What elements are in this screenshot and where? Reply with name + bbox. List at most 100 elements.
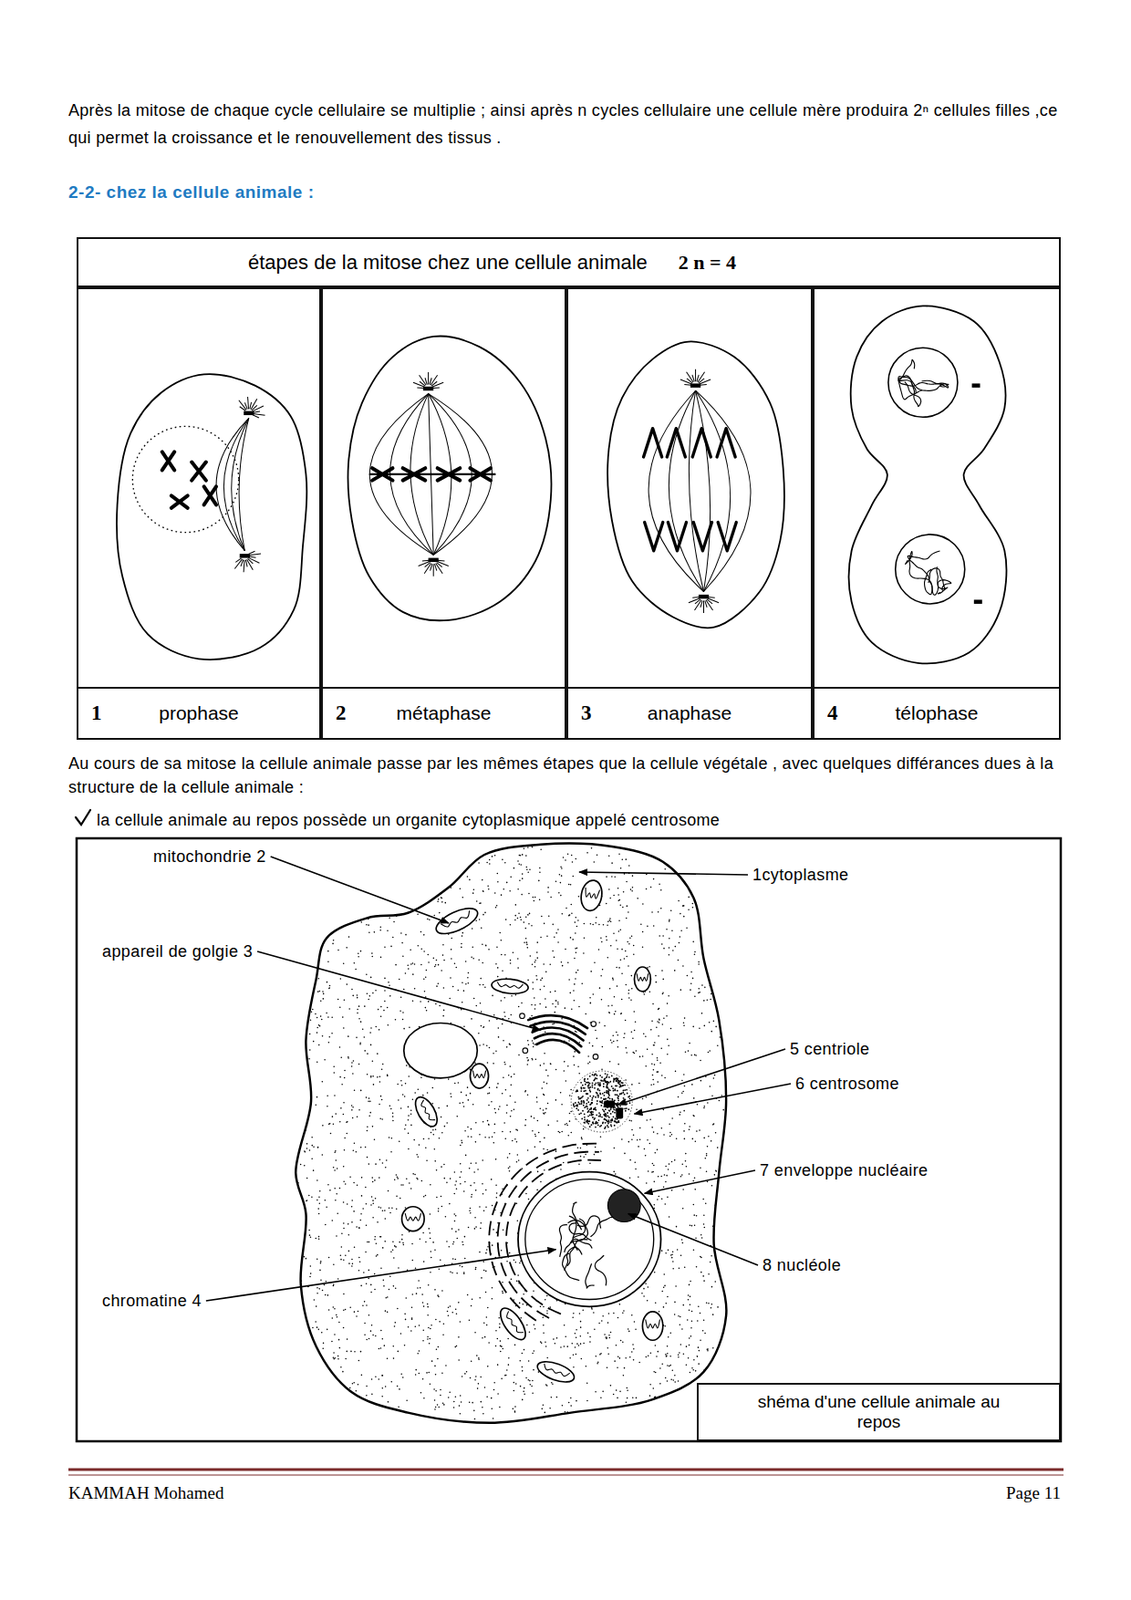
checkmark-bullet — [75, 809, 91, 825]
chromatid — [717, 521, 737, 550]
mitochondrion-membrane — [642, 1311, 663, 1340]
section-heading: 2-2- chez la cellule animale : — [68, 182, 315, 203]
stage-panel: 1prophase — [76, 287, 322, 740]
caption-box: shéma d'une cellule animale au repos — [696, 1382, 1061, 1442]
mitochondrion — [411, 1093, 442, 1131]
aster-ray — [418, 561, 430, 567]
aster — [680, 369, 711, 388]
cell-membrane — [116, 373, 307, 660]
aster-ray — [705, 600, 707, 607]
mitochondrion-membrane — [633, 966, 651, 992]
chromatin — [907, 550, 940, 595]
stage-number: 3 — [581, 701, 605, 726]
chromatid — [644, 521, 664, 550]
stage-name: télophase — [850, 702, 1059, 725]
cell-membrane — [295, 843, 727, 1423]
mitochondrion — [534, 1357, 577, 1386]
daughter-nucleus — [895, 534, 965, 604]
chromatin — [564, 1238, 592, 1253]
centrosome — [570, 1070, 633, 1132]
centriole — [972, 383, 981, 387]
mitochondrion-membrane — [534, 1357, 577, 1386]
mitochondrion — [579, 878, 605, 913]
bullet-text: la cellule animale au repos possède un o… — [96, 808, 1064, 832]
chromatid — [643, 428, 663, 457]
aster-ray — [437, 560, 446, 562]
chromosome-count: 2 n = 4 — [678, 250, 737, 275]
mitochondrion-membrane — [490, 977, 529, 996]
spindle-fiber — [216, 417, 250, 550]
centriole — [423, 386, 434, 391]
chromatid — [716, 428, 736, 457]
centriole — [974, 599, 983, 603]
centriole — [428, 558, 439, 562]
centriole — [239, 553, 250, 558]
aster-ray — [699, 379, 711, 384]
part-label: chromatine 4 — [102, 1290, 202, 1311]
crista — [497, 981, 523, 988]
chromatid — [692, 428, 711, 457]
aster-ray — [684, 383, 692, 386]
chromosome — [372, 467, 393, 480]
centriole — [615, 1107, 623, 1119]
stage-name: anaphase — [604, 702, 811, 725]
part-label: 7 enveloppe nucléaire — [759, 1160, 929, 1181]
crista — [542, 1363, 571, 1378]
mitochondrion — [402, 1206, 426, 1232]
leader-line — [644, 1170, 756, 1194]
centriole — [698, 594, 709, 599]
chromosome — [191, 462, 207, 481]
stage-name: métaphase — [359, 702, 565, 725]
stage-number: 1 — [91, 701, 115, 726]
mitochondrion-membrane — [411, 1093, 442, 1131]
chromosome — [162, 451, 175, 470]
chromatin — [585, 1263, 595, 1288]
aster-ray — [686, 372, 695, 383]
aster-ray — [416, 386, 425, 389]
aster-ray — [705, 600, 714, 611]
aster-ray — [432, 386, 440, 389]
leader-line — [206, 1249, 557, 1301]
mitochondrion — [469, 1063, 488, 1089]
centriole — [603, 1099, 615, 1108]
figure-title-band: étapes de la mitose chez une cellule ani… — [76, 237, 1061, 288]
part-label: appareil de golgie 3 — [102, 941, 253, 962]
aster-ray — [248, 557, 260, 563]
aster-ray — [688, 598, 700, 603]
label-row: 2métaphase — [322, 686, 565, 738]
mitochondrion — [490, 977, 529, 996]
prophase-cell — [116, 373, 307, 660]
leader-line — [270, 856, 449, 924]
spindle-fiber — [223, 417, 249, 550]
mitochondrion-membrane — [432, 902, 481, 939]
footer-rule — [68, 1468, 1064, 1472]
crista — [645, 1319, 661, 1329]
chromatin — [898, 359, 922, 406]
part-label: 1cytoplasme — [752, 864, 849, 885]
leader-line — [628, 1214, 758, 1266]
mitochondrion — [496, 1304, 531, 1344]
centriole — [690, 383, 701, 387]
chromatin — [559, 1224, 568, 1257]
aster-ray — [247, 559, 254, 571]
spindle-fiber — [695, 390, 711, 592]
aster-ray — [692, 596, 700, 599]
aster-ray — [245, 560, 248, 568]
aster-ray — [252, 413, 265, 416]
chromosome — [437, 467, 461, 480]
golgi-vesicle — [522, 1047, 529, 1054]
centriole — [243, 411, 254, 416]
stage-panel: 4télophase — [812, 287, 1061, 740]
aster-ray — [419, 374, 427, 385]
telophase-cell — [849, 305, 1007, 664]
mitochondrion-membrane — [469, 1063, 488, 1089]
aster-ray — [707, 598, 719, 603]
aster-ray — [248, 550, 255, 554]
leader-line — [633, 1083, 791, 1114]
chromatid — [693, 521, 712, 550]
vacuole — [404, 1022, 478, 1078]
aster-ray — [249, 553, 261, 556]
cytoplasm-stipple — [297, 846, 725, 1420]
